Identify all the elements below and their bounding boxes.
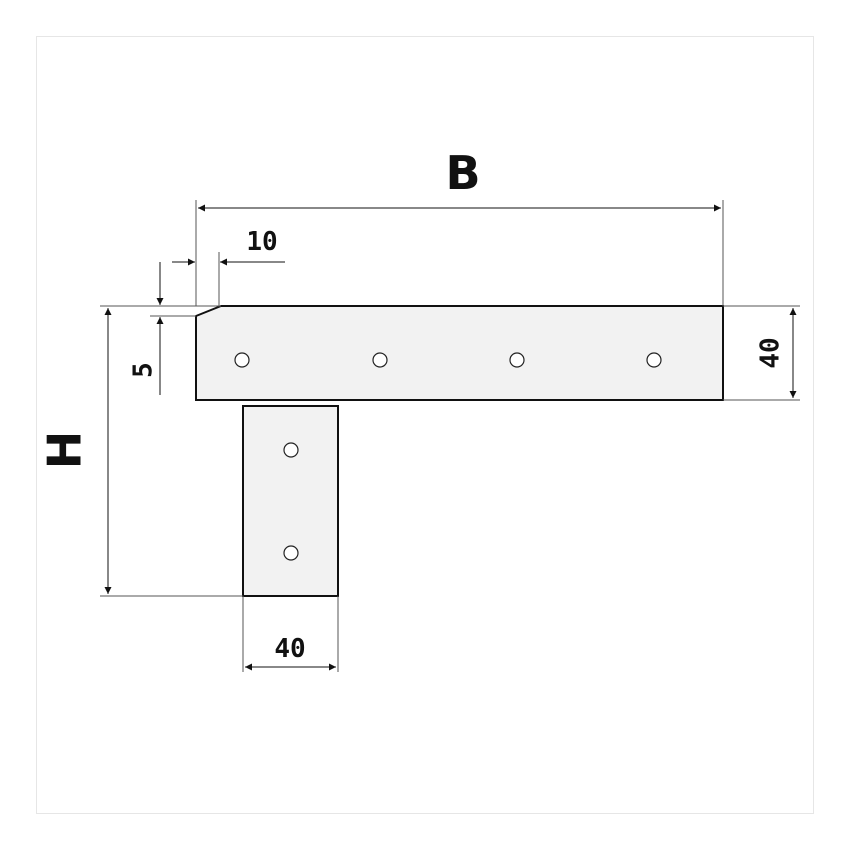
extension-lines <box>100 200 800 672</box>
dimension-lines <box>104 204 797 671</box>
label-chamfer-horizontal: 10 <box>246 227 277 257</box>
hole <box>283 442 299 458</box>
hole <box>283 545 299 561</box>
leg-holes <box>283 442 299 561</box>
hole <box>646 352 662 368</box>
hole <box>509 352 525 368</box>
top-bar-plate <box>195 305 724 401</box>
label-b: B <box>445 146 480 200</box>
hole <box>234 352 250 368</box>
top-bar-holes <box>234 352 662 368</box>
drawing-frame <box>36 36 814 814</box>
hole <box>372 352 388 368</box>
label-h: H <box>38 431 92 470</box>
label-chamfer-vertical: 5 <box>129 362 159 378</box>
label-leg-width: 40 <box>274 634 305 664</box>
label-top-bar-width: 40 <box>756 337 786 368</box>
leg-plate <box>242 405 339 597</box>
